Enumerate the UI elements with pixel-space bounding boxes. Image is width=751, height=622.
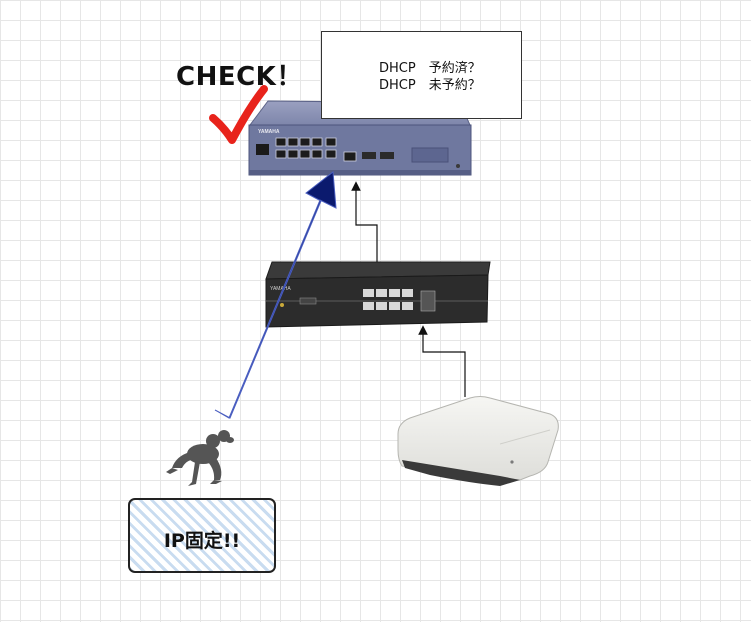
ip-fixed-label: IP固定!! (163, 530, 241, 552)
router-icon: YAMAHA (248, 100, 472, 176)
dhcp-note-box: DHCP 予約済？ DHCP 未予約？ (321, 31, 522, 119)
frog-icon (166, 430, 234, 486)
ip-fixed-box: IP固定!! (128, 498, 276, 573)
frog-to-router-arrow (214, 171, 337, 419)
checkmark-icon (209, 85, 268, 144)
dhcp-unreserved-text: DHCP 未予約？ (379, 78, 481, 93)
switch-to-router-arrow (351, 181, 378, 262)
dhcp-reserved-text: DHCP 予約済？ (379, 61, 481, 76)
check-heading: CHECK！ (176, 62, 303, 92)
svg-text:YAMAHA: YAMAHA (270, 286, 291, 292)
wireless-access-point-icon (397, 396, 559, 486)
switch-icon: YAMAHA (265, 261, 491, 328)
ap-to-switch-arrow (418, 325, 466, 397)
svg-text:YAMAHA: YAMAHA (258, 129, 280, 135)
